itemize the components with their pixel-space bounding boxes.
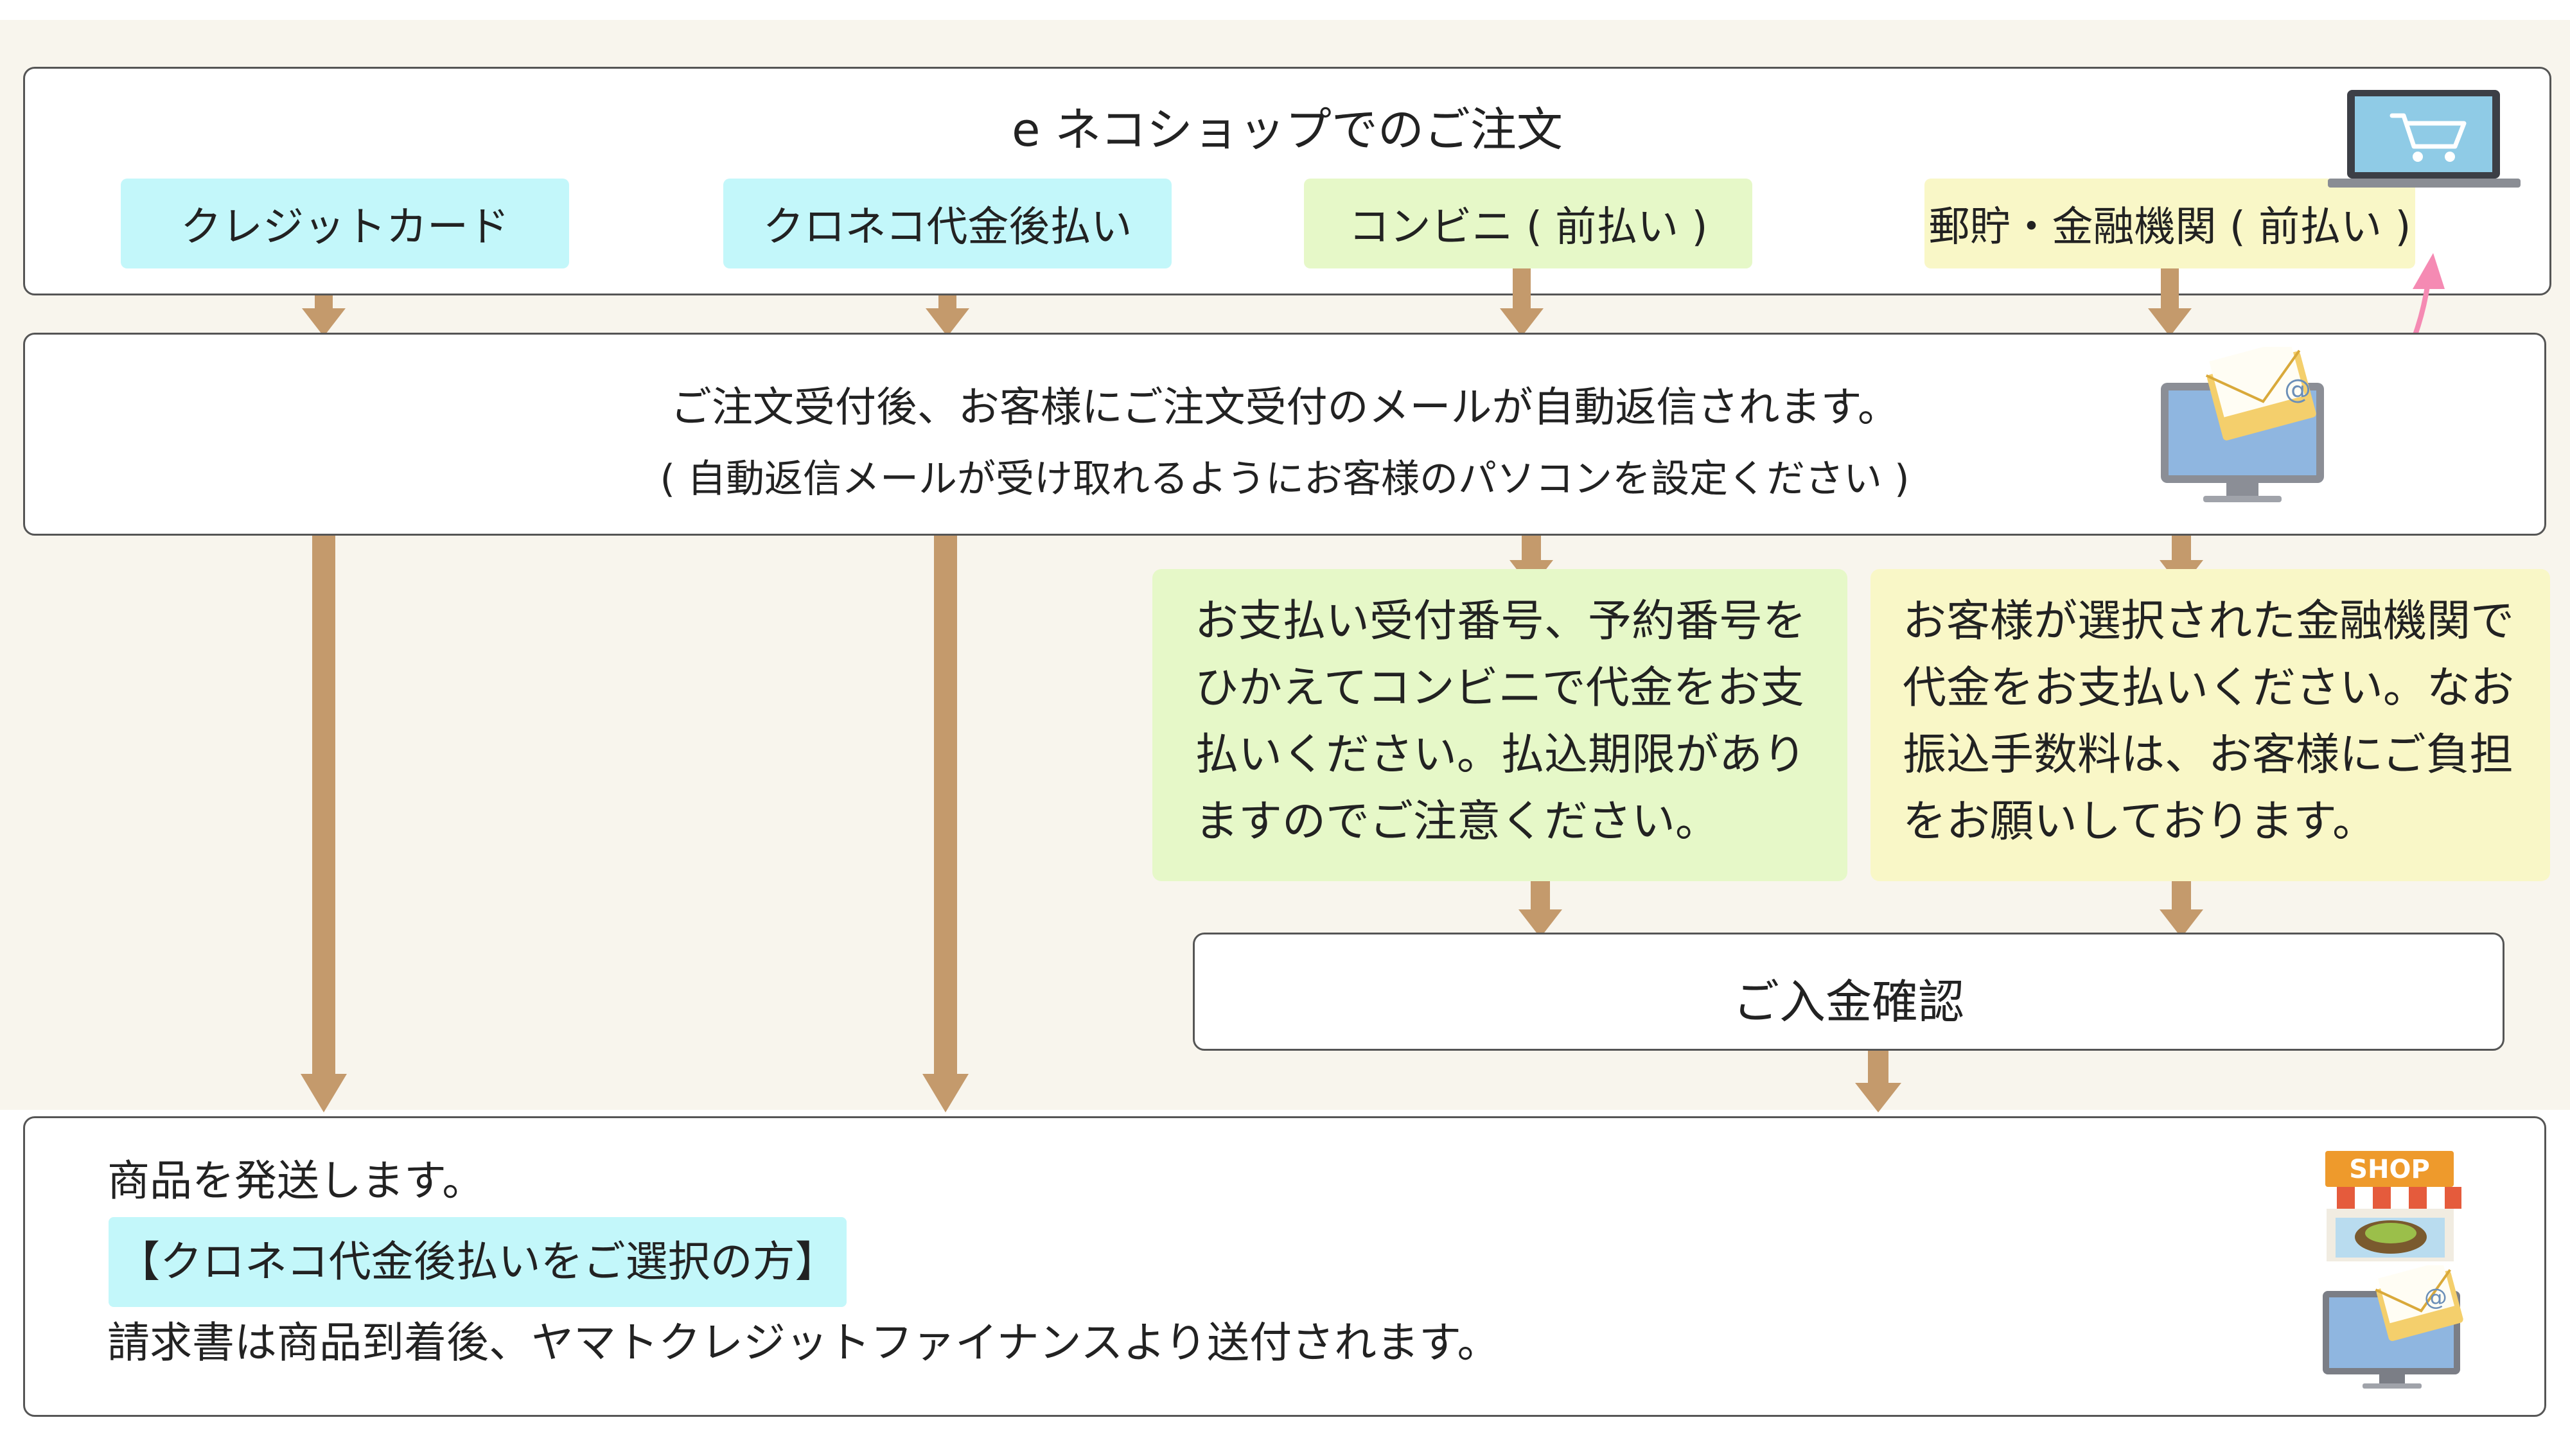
payment-confirm-label: ご入金確認: [1732, 975, 1964, 1029]
convenience-note-line4: ますのでご注意ください。: [1195, 796, 1720, 847]
arrow-bank-to-confirm: [2160, 881, 2203, 938]
shop-sign-text: SHOP: [2349, 1155, 2430, 1184]
convenience-note-line3: 払いください。払込期限があり: [1195, 730, 1807, 780]
bank-note: お客様が選択された金融機関で 代金をお支払いください。なお 振込手数料は、お客様…: [1870, 569, 2550, 881]
payment-convenience-store: コンビニ ( 前払い ): [1304, 179, 1752, 268]
shipping-highlight: 【クロネコ代金後払いをご選択の方】: [109, 1217, 847, 1307]
payment-credit-card-label: クレジットカード: [180, 204, 509, 251]
mail-at-symbol-bottom: @: [2424, 1285, 2447, 1311]
payment-kuroneko-postpay-label: クロネコ代金後払い: [762, 204, 1132, 251]
laptop-cart-icon: [2328, 87, 2521, 190]
payment-confirm-box: ご入金確認: [1193, 933, 2504, 1051]
monitor-mail-icon-bottom: @: [2316, 1261, 2477, 1394]
auto-reply-line1: ご注文受付後、お客様にご注文受付のメールが自動返信されます。: [670, 384, 1899, 432]
payment-kuroneko-postpay: クロネコ代金後払い: [723, 179, 1172, 268]
convenience-note: お支払い受付番号、予約番号を ひかえてコンビニで代金をお支 払いください。払込期…: [1152, 569, 1847, 881]
shop-icon: SHOP: [2316, 1151, 2464, 1263]
arrow-convenience-to-confirm: [1518, 881, 1562, 938]
arrow-credit-to-reply: [302, 295, 346, 337]
arrow-confirm-to-shipping: [1854, 1051, 1903, 1112]
bank-note-line1: お客様が選択された金融機関で: [1903, 596, 2515, 647]
bank-note-line2: 代金をお支払いください。なお: [1903, 663, 2515, 714]
order-title: e ネコショップでのご注文: [1012, 103, 1563, 157]
auto-reply-box: ご注文受付後、お客様にご注文受付のメールが自動返信されます。 ( 自動返信メール…: [23, 333, 2546, 536]
arrow-credit-to-shipping: [301, 536, 347, 1114]
shipping-line3: 請求書は商品到着後、ヤマトクレジットファイナンスより送付されます。: [107, 1318, 1500, 1367]
shipping-line1: 商品を発送します。: [107, 1156, 485, 1206]
arrow-postpay-to-reply: [926, 295, 969, 337]
payment-bank-label: 郵貯・金融機関 ( 前払い ): [1928, 204, 2411, 251]
arrow-convenience-to-reply: [1500, 268, 1544, 337]
arrow-bank-to-reply: [2148, 268, 2192, 337]
convenience-note-line2: ひかえてコンビニで代金をお支: [1195, 663, 1804, 714]
convenience-note-line1: お支払い受付番号、予約番号を: [1195, 596, 1807, 647]
auto-reply-line2: ( 自動返信メールが受け取れるようにお客様のパソコンを設定ください ): [660, 457, 1910, 502]
shipping-box: 商品を発送します。 【クロネコ代金後払いをご選択の方】 請求書は商品到着後、ヤマ…: [23, 1116, 2546, 1417]
payment-convenience-store-label: コンビニ ( 前払い ): [1348, 204, 1708, 251]
bank-note-line4: をお願いしております。: [1903, 796, 2377, 847]
monitor-mail-icon: @: [2156, 340, 2342, 514]
bank-note-line3: 振込手数料は、お客様にご負担: [1903, 730, 2513, 780]
arrow-postpay-to-shipping: [922, 536, 969, 1114]
payment-credit-card: クレジットカード: [121, 179, 569, 268]
mail-at-symbol: @: [2284, 373, 2311, 405]
payment-bank: 郵貯・金融機関 ( 前払い ): [1924, 179, 2415, 268]
